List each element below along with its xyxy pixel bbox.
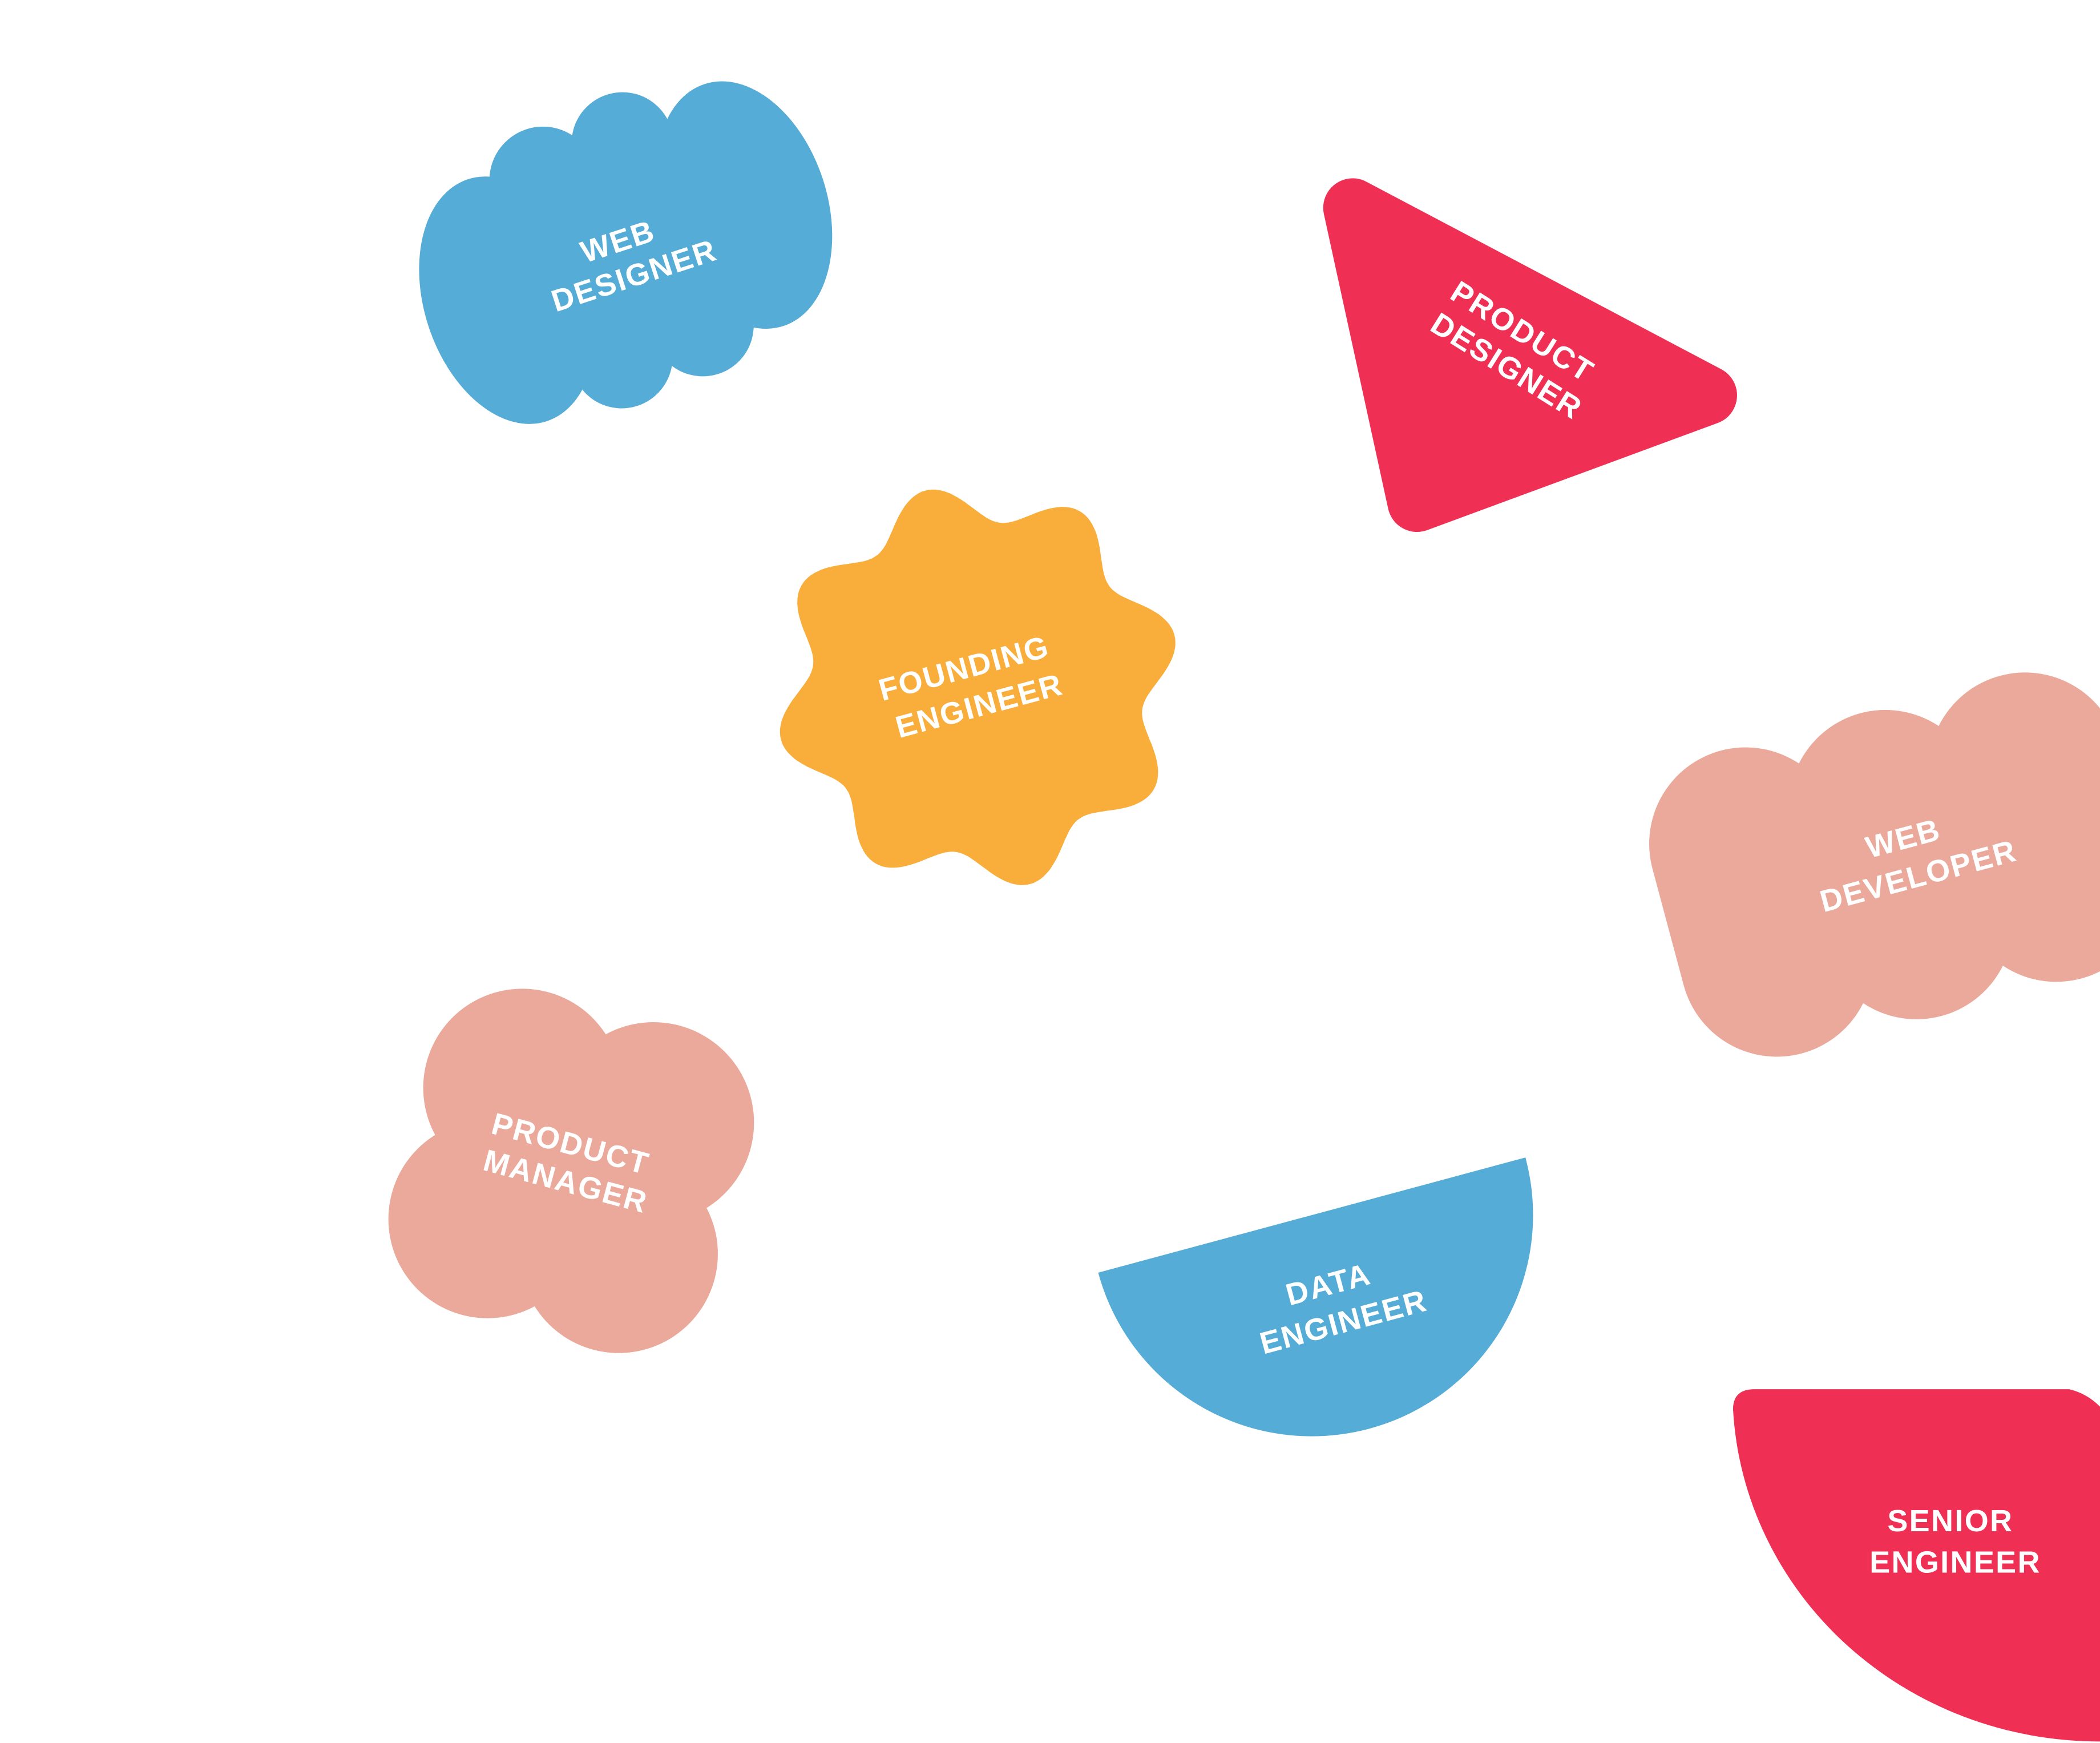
web-developer-sticker: WEB DEVELOPER — [1649, 672, 2100, 1057]
web-designer-sticker: WEB DESIGNER — [419, 81, 833, 424]
senior-engineer-line-2: ENGINEER — [1869, 1546, 2041, 1580]
senior-engineer-sticker: SENIOR ENGINEER — [1732, 1389, 2100, 1742]
svg-text:SENIOR ENGINEER: SENIOR ENGINEER — [1869, 1504, 2041, 1580]
founding-engineer-sticker: FOUNDING ENGINEER — [780, 489, 1176, 885]
senior-engineer-line-1: SENIOR — [1887, 1504, 2013, 1538]
product-manager-sticker: PRODUCT MANAGER — [388, 988, 754, 1353]
product-designer-sticker: PRODUCT DESIGNER — [1323, 178, 1737, 532]
data-engineer-sticker: DATA ENGINEER — [1098, 1157, 1533, 1437]
